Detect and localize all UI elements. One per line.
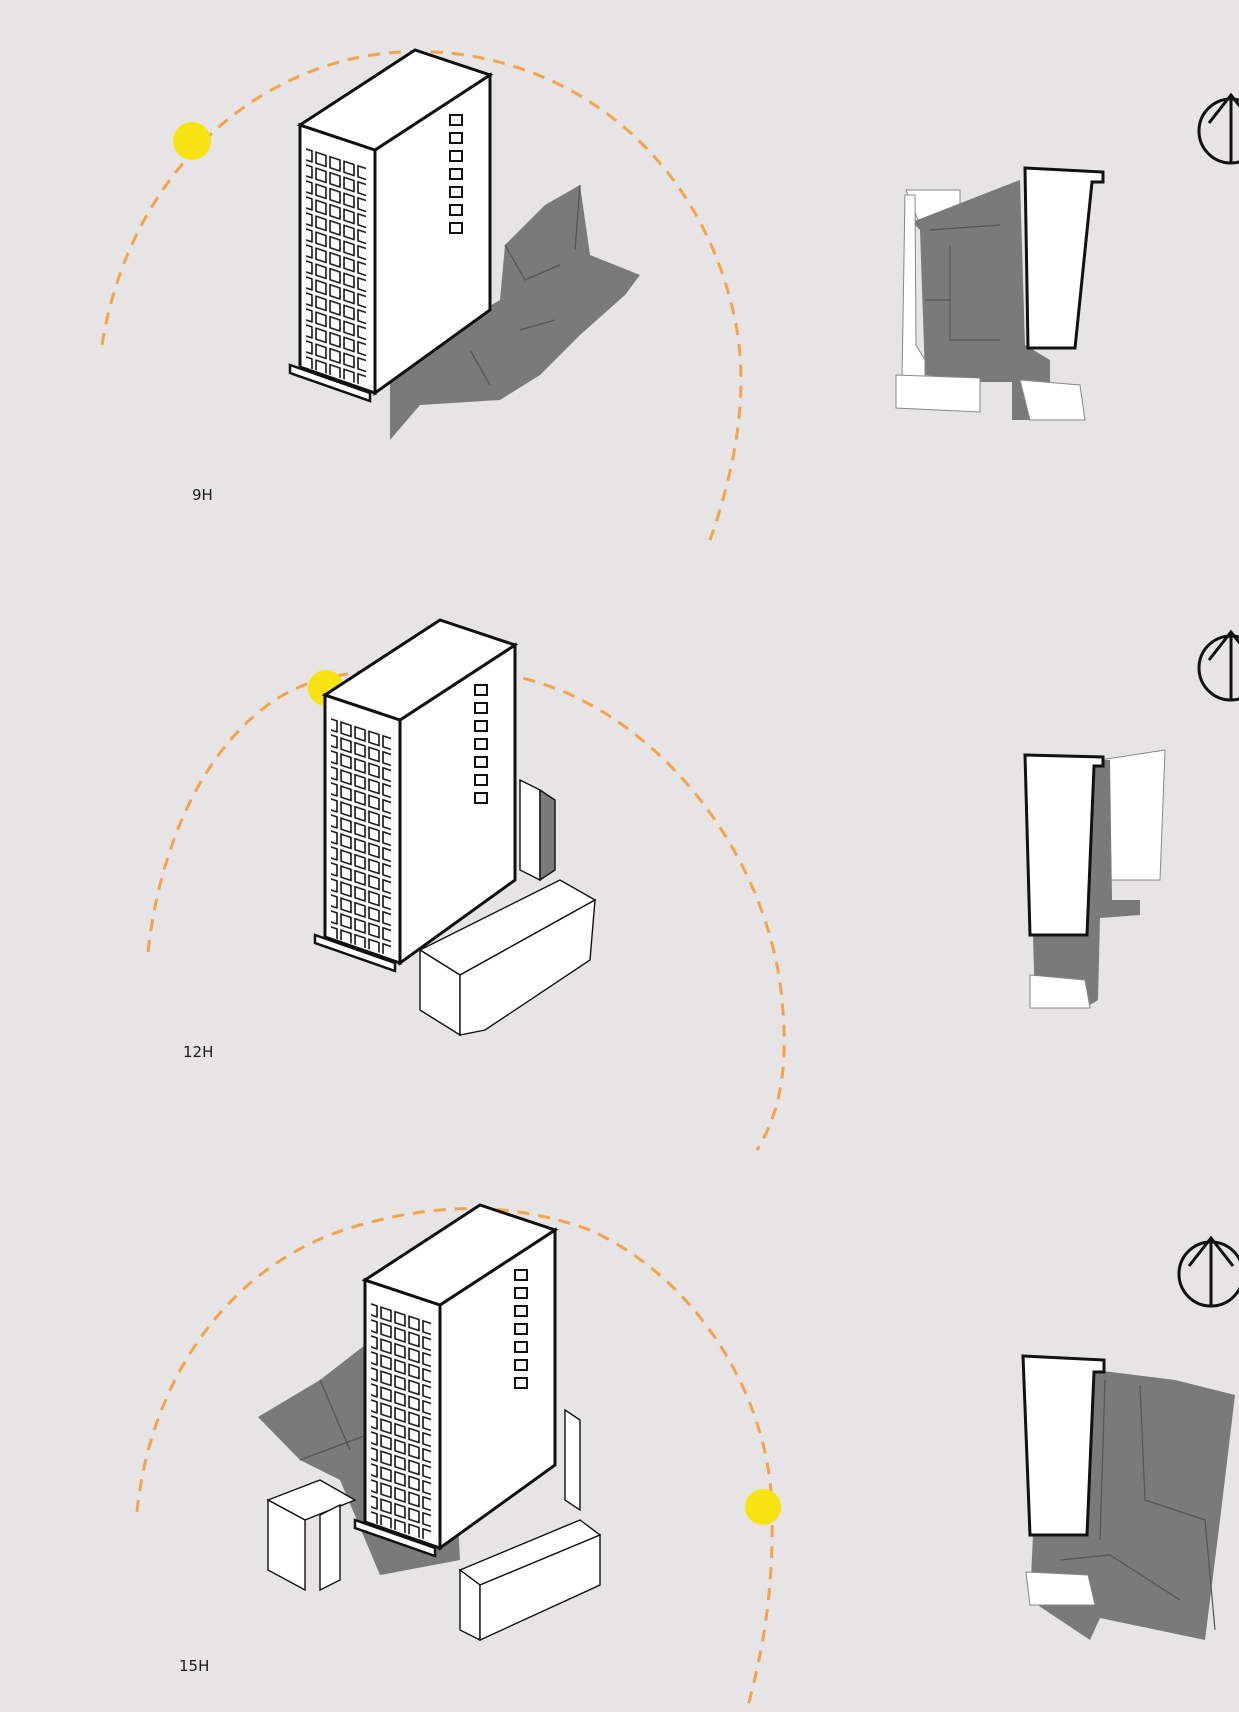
plan-view	[1025, 750, 1165, 1008]
panel-9h: 9H	[102, 50, 1239, 540]
time-label: 15H	[179, 1657, 209, 1675]
sun-icon	[745, 1489, 781, 1525]
time-label: 12H	[183, 1043, 213, 1061]
north-arrow-icon	[1179, 1238, 1239, 1306]
panel-15h: 15H	[137, 1205, 1239, 1706]
north-arrow-icon	[1199, 632, 1239, 700]
panel-12h: 12H	[148, 620, 1239, 1150]
isometric-building	[355, 1205, 555, 1556]
plan-view	[896, 168, 1103, 420]
time-label: 9H	[192, 486, 213, 504]
plan-view	[1023, 1356, 1235, 1640]
north-arrow-icon	[1199, 95, 1239, 163]
sun-icon	[173, 122, 211, 160]
plan-building	[1025, 168, 1103, 348]
